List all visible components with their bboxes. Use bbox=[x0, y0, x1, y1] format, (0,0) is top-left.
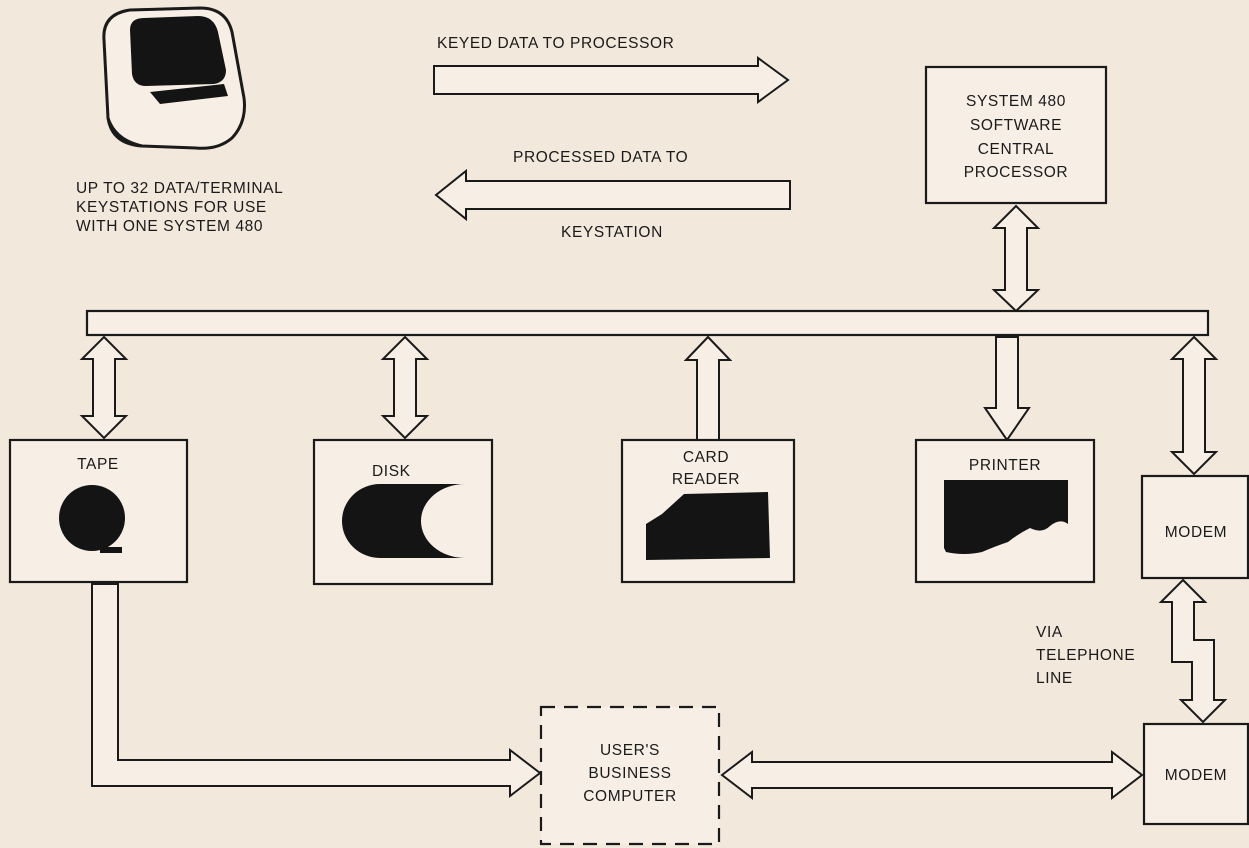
system-bus bbox=[85, 309, 1210, 337]
printer-bus-connector bbox=[983, 336, 1031, 442]
computer-to-modem-connector bbox=[720, 749, 1144, 801]
printer-label: PRINTER bbox=[969, 457, 1041, 474]
tape-to-computer-connector bbox=[91, 583, 542, 799]
tape-bus-connector bbox=[79, 335, 129, 440]
printout-icon bbox=[944, 480, 1068, 554]
processor-line-4: PROCESSOR bbox=[964, 164, 1068, 181]
processor-line-1: SYSTEM 480 bbox=[966, 93, 1066, 110]
processed-data-arrow bbox=[434, 168, 791, 222]
keyed-data-arrow bbox=[433, 56, 790, 104]
card-reader-bus-connector bbox=[683, 335, 733, 441]
disk-label: DISK bbox=[372, 463, 411, 480]
processed-data-label-line-1: PROCESSED DATA TO bbox=[513, 149, 688, 166]
card-reader-label-line-1: CARD bbox=[683, 449, 729, 466]
business-computer-line-3: COMPUTER bbox=[583, 788, 677, 805]
business-computer-line-2: BUSINESS bbox=[588, 765, 671, 782]
business-computer-box bbox=[539, 705, 721, 846]
telephone-line-connector bbox=[1158, 578, 1228, 724]
processor-bus-connector bbox=[991, 204, 1041, 313]
punch-card-icon bbox=[646, 492, 770, 560]
terminal-keystation-icon bbox=[102, 6, 246, 150]
tape-reel-icon bbox=[59, 485, 125, 553]
business-computer-line-1: USER'S bbox=[600, 742, 660, 759]
modem-bottom-label: MODEM bbox=[1165, 767, 1227, 784]
processor-line-2: SOFTWARE bbox=[970, 117, 1062, 134]
card-reader-label-line-2: READER bbox=[672, 471, 740, 488]
terminal-caption-line-1: UP TO 32 DATA/TERMINAL bbox=[76, 180, 283, 197]
telephone-label-line-1: VIA bbox=[1036, 624, 1063, 641]
processor-line-3: CENTRAL bbox=[978, 141, 1055, 158]
modem-top-box bbox=[1140, 474, 1249, 580]
disk-bus-connector bbox=[380, 335, 430, 440]
terminal-caption-line-2: KEYSTATIONS FOR USE bbox=[76, 199, 267, 216]
telephone-label-line-2: TELEPHONE bbox=[1036, 647, 1135, 664]
tape-label: TAPE bbox=[77, 456, 119, 473]
terminal-caption-line-3: WITH ONE SYSTEM 480 bbox=[76, 218, 263, 235]
telephone-label-line-3: LINE bbox=[1036, 670, 1073, 687]
processed-data-label-line-2: KEYSTATION bbox=[561, 224, 663, 241]
modem-bottom-box bbox=[1142, 722, 1249, 826]
disk-pack-icon bbox=[342, 484, 465, 558]
modem-top-label: MODEM bbox=[1165, 524, 1227, 541]
modem-bus-connector bbox=[1169, 335, 1219, 476]
central-processor-box bbox=[924, 65, 1108, 205]
keyed-data-label: KEYED DATA TO PROCESSOR bbox=[437, 35, 674, 52]
